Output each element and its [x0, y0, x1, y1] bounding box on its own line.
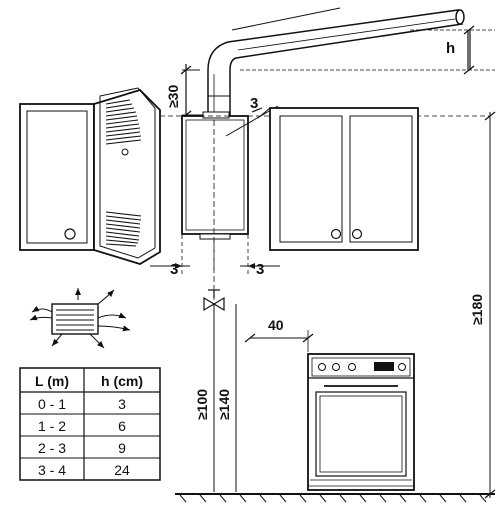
table-cell: 6: [118, 418, 126, 434]
flue-min-dimension: ≥30: [165, 64, 205, 120]
floor: [175, 493, 495, 503]
length-arrow: [231, 7, 341, 31]
h-table: L (m) h (cm) 0 - 1 3 1 - 2 6 2 - 3 9 3 -…: [19, 367, 161, 481]
flue-pipe: [207, 9, 465, 117]
gas-valve: [203, 240, 237, 490]
table-cell: 9: [118, 440, 126, 456]
min-100-label: ≥100: [194, 389, 210, 420]
side-gap-dimensions: 3 3: [150, 261, 280, 278]
side-gap-right-label: 3: [256, 261, 264, 278]
table-cell: 1 - 2: [38, 418, 66, 434]
table-header-h: h (cm): [101, 373, 143, 389]
table-cell: 24: [114, 462, 130, 478]
max-height-dimension: ≥180: [469, 111, 496, 499]
stove-gap-dimension: 40: [244, 317, 314, 352]
table-header-l: L (m): [35, 373, 69, 389]
diag-gap-label: 3: [250, 95, 258, 112]
h-label: h: [446, 40, 455, 57]
min-180-label: ≥180: [469, 294, 485, 325]
right-cabinet: [257, 107, 419, 251]
ventilation-grille-icon: [29, 288, 131, 349]
stove-gap-label: 40: [268, 317, 284, 333]
min-height-dimension: ≥100 ≥140: [194, 304, 237, 492]
boiler: [181, 111, 249, 270]
table-cell: 2 - 3: [38, 440, 66, 456]
flue-min-label: ≥30: [165, 85, 181, 108]
min-140-label: ≥140: [216, 389, 232, 420]
left-cabinet: [19, 87, 161, 265]
h-dimension: h: [240, 25, 495, 75]
table-cell: 0 - 1: [38, 396, 66, 412]
side-gap-left-label: 3: [170, 261, 178, 278]
table-cell: 3 - 4: [38, 462, 66, 478]
stove: [307, 353, 415, 491]
table-cell: 3: [118, 396, 126, 412]
